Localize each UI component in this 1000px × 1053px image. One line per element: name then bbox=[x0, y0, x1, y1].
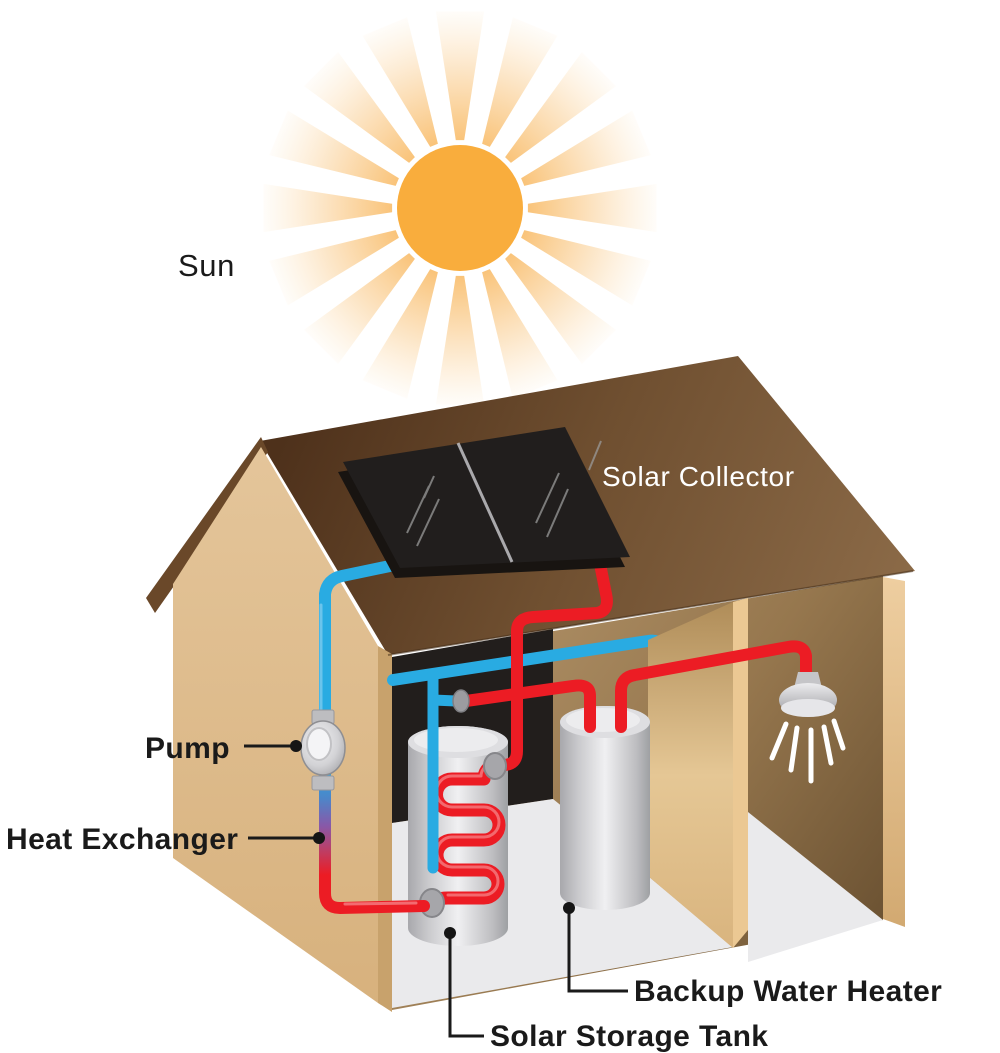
sun-ray bbox=[362, 269, 438, 399]
sun-ray bbox=[269, 230, 399, 306]
hot-pipe-to-shower bbox=[615, 640, 812, 733]
sun-ray bbox=[304, 253, 415, 364]
partition-wall-edge bbox=[733, 598, 748, 948]
gable-wall-edge bbox=[378, 646, 392, 1012]
label-solar-storage-tank: Solar Storage Tank bbox=[490, 1020, 768, 1053]
storage-tank-leader-line bbox=[448, 933, 484, 1038]
shower-head-graphic bbox=[769, 672, 846, 784]
hot-pipe-tank-to-backup bbox=[460, 679, 596, 733]
sun-ray bbox=[482, 17, 558, 147]
eave-line bbox=[387, 570, 914, 656]
hot-pipe-from-collector bbox=[491, 543, 613, 771]
sun-ray bbox=[304, 52, 415, 163]
sun-rays bbox=[263, 11, 657, 405]
pipe-collar-2 bbox=[452, 689, 470, 713]
coil-highlight bbox=[435, 760, 501, 897]
label-heat-exchanger: Heat Exchanger bbox=[6, 823, 238, 856]
sun-ray bbox=[263, 183, 393, 233]
sun-ray bbox=[435, 275, 485, 405]
shower-spray bbox=[769, 718, 846, 784]
sun-ray bbox=[435, 11, 485, 141]
pipe-highlight-red bbox=[343, 901, 418, 906]
heat-exchanger-coil bbox=[426, 758, 506, 910]
sun-ray bbox=[505, 253, 616, 364]
sun-ray bbox=[521, 230, 651, 306]
right-wall-edge bbox=[883, 577, 905, 927]
backup-water-heater-graphic bbox=[560, 706, 650, 910]
sun-ray bbox=[521, 110, 651, 186]
label-pump: Pump bbox=[145, 732, 230, 765]
collector-divider bbox=[456, 442, 514, 563]
partition-wall-face bbox=[648, 602, 733, 948]
leader-dots bbox=[290, 740, 575, 939]
shower-room-floor bbox=[748, 812, 883, 962]
backup-heater-leader-dot bbox=[563, 902, 575, 914]
sun-icon bbox=[397, 145, 523, 271]
sun-ray bbox=[269, 110, 399, 186]
sun-ray bbox=[362, 17, 438, 147]
label-backup-water-heater: Backup Water Heater bbox=[634, 975, 942, 1008]
solar-collector-graphic bbox=[338, 427, 630, 578]
collector-glare bbox=[406, 440, 602, 547]
heat-exchanger-leader-dot bbox=[313, 832, 325, 844]
sun-ray bbox=[482, 269, 558, 399]
coil-inlet-fitting bbox=[483, 752, 507, 780]
collector-panel bbox=[343, 427, 630, 568]
backup-heater-leader-line bbox=[567, 908, 628, 993]
pump-graphic bbox=[300, 709, 346, 791]
cold-pipe-stub bbox=[432, 694, 457, 707]
sun-ray bbox=[505, 52, 616, 163]
label-sun: Sun bbox=[178, 248, 235, 283]
roof-left-slope bbox=[146, 437, 268, 613]
pump-leader-dot bbox=[290, 740, 302, 752]
sun-ray bbox=[527, 183, 657, 233]
storage-tank-leader-dot bbox=[444, 927, 456, 939]
label-solar-collector: Solar Collector bbox=[602, 461, 795, 492]
leader-lines bbox=[244, 744, 628, 1038]
